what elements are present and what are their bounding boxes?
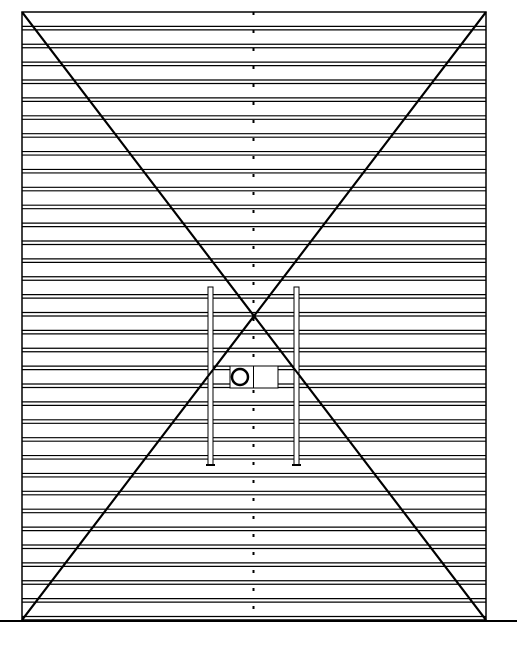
lock-assembly — [229, 365, 279, 389]
lock-cylinder-icon — [230, 367, 250, 387]
diagonal-brace-right-over — [21, 11, 487, 621]
door-boards — [22, 25, 486, 618]
